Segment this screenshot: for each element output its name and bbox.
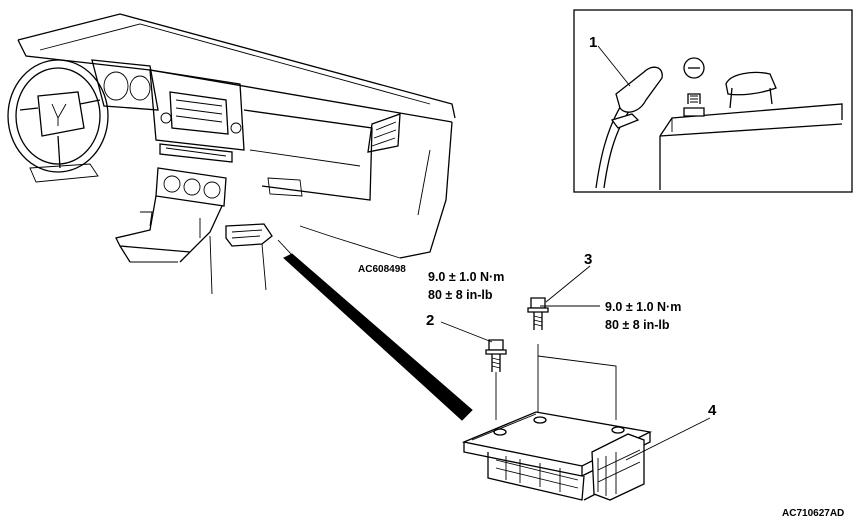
alignment-line: [537, 355, 617, 420]
callout-3: 3: [584, 251, 592, 268]
callout-2: 2: [426, 312, 434, 329]
srs-ecu: [461, 411, 653, 501]
callout-4: 4: [708, 402, 717, 419]
leader-4: [625, 417, 711, 461]
figure-ref-code: AC710627AD: [782, 508, 844, 519]
dashboard-illustration: [7, 13, 456, 295]
leader-3: [545, 265, 591, 303]
battery-inset: [573, 9, 853, 193]
torque-right-line2: 80 ± 8 in-lb: [605, 318, 670, 332]
leader-2: [440, 321, 493, 343]
bolt-2: [485, 339, 507, 420]
torque-left-line2: 80 ± 8 in-lb: [428, 288, 493, 302]
dashboard-ref-code: AC608498: [358, 264, 406, 275]
torque-left-line1: 9.0 ± 1.0 N·m: [428, 270, 504, 284]
bolt-3: [527, 297, 549, 414]
location-pointer: [283, 253, 473, 421]
leader-1: [597, 45, 631, 87]
torque-right-line1: 9.0 ± 1.0 N·m: [605, 300, 681, 314]
callout-1: 1: [589, 34, 597, 51]
